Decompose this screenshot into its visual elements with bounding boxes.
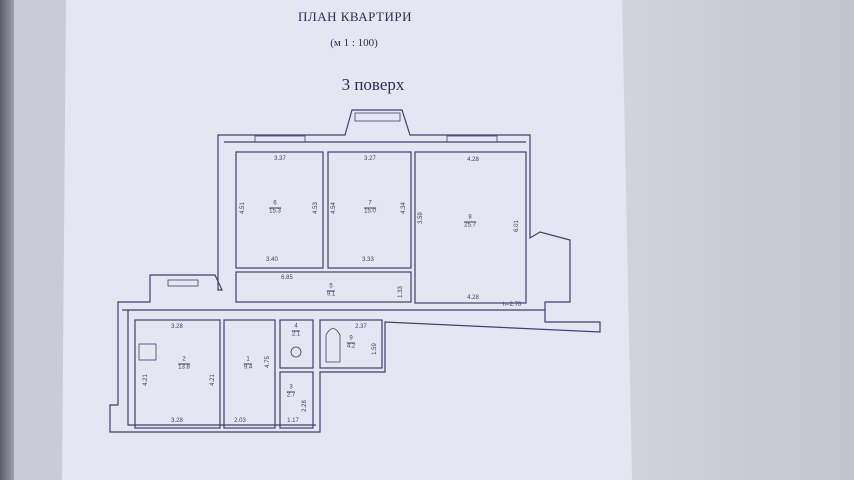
dimension-label: 1.33 (398, 286, 404, 298)
room-7-outline (327, 151, 412, 269)
dimension-label: 4.51 (240, 202, 246, 214)
dimension-label: 4.28 (467, 295, 479, 301)
stove-icon (138, 343, 157, 361)
binder-edge (0, 0, 14, 480)
dimension-label: 4.21 (143, 374, 149, 386)
room-5-outline (235, 271, 412, 303)
ceiling-height-label: h=2.70 (502, 302, 522, 308)
dimension-label: 4.34 (401, 202, 407, 214)
floor-label: 3 поверх (341, 75, 405, 94)
scale-label: (м 1 : 100) (330, 37, 378, 49)
dimension-label: 1.59 (372, 343, 378, 355)
dimension-label: 6.85 (281, 275, 293, 281)
dimension-label: 2.37 (355, 324, 367, 330)
dimension-label: 4.53 (313, 202, 319, 214)
dimension-label: 6.01 (514, 220, 520, 232)
room-1-outline (223, 319, 276, 429)
dimension-label: 3.27 (364, 156, 376, 162)
dimension-label: 2.28 (302, 400, 308, 412)
dimension-label: 3.59 (418, 212, 424, 224)
room-9-outline (319, 319, 383, 369)
dimension-label: 3.28 (171, 324, 183, 330)
room-3-outline (279, 371, 314, 429)
dimension-label: 4.28 (467, 157, 479, 163)
dimension-label: 4.21 (210, 374, 216, 386)
room-8-outline (414, 151, 527, 304)
room-6-outline (235, 151, 324, 269)
bathtub-icon (325, 328, 341, 363)
dimension-label: 3.37 (274, 156, 286, 162)
dimension-label: 3.33 (362, 257, 374, 263)
dimension-label: 3.40 (266, 257, 278, 263)
room-2-outline (134, 319, 221, 429)
toilet-icon (290, 346, 302, 358)
window-marks (167, 112, 498, 287)
background-surface (600, 0, 854, 480)
dimension-label: 2.03 (234, 418, 246, 424)
dimension-label: 3.28 (171, 418, 183, 424)
dimension-label: 1.17 (287, 418, 299, 424)
outer-wall (109, 109, 601, 433)
dimension-label: 4.75 (265, 356, 271, 368)
document-title: ПЛАН КВАРТИРИ (298, 9, 412, 24)
room-4-outline (279, 319, 314, 369)
dimension-label: 4.54 (331, 202, 337, 214)
paper-sheet (62, 0, 632, 480)
